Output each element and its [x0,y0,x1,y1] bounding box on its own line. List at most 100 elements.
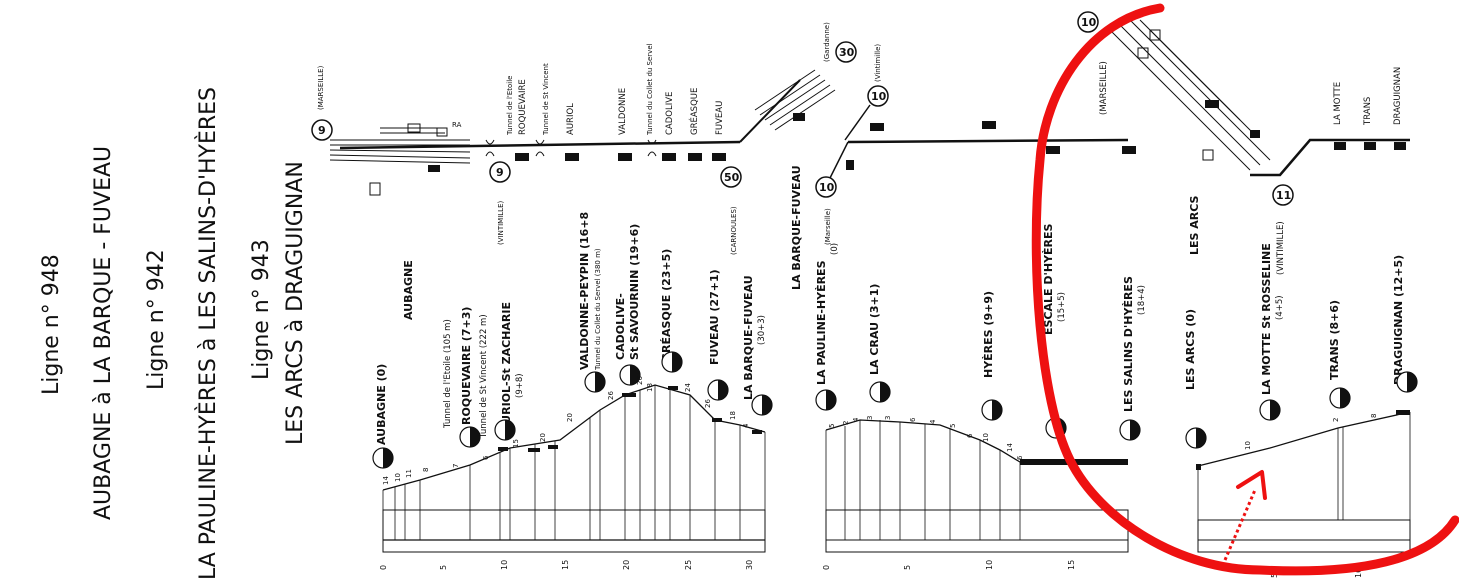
schem-943-label-0: LA MOTTE [1333,82,1343,125]
profile-948 [382,384,766,553]
grad-942-0: 5 [828,424,836,428]
junction-943-top: 10 (MARSEILLE) [1077,11,1109,115]
junction-948-far-num: 30 [839,46,855,59]
station-yard-les-arcs [1109,19,1271,171]
schem-label-8: FUVEAU [715,101,725,135]
stations-948: AUBAGNE (0) Tunnel de l'Etoile (105 m) R… [375,212,767,445]
junction-943-bottom-num: 11 [1276,189,1291,202]
axis-948-3: 15 [561,560,570,570]
title-route-942: LA PAULINE-HYÈRES à LES SALINS-D'HYÈRES [195,87,221,580]
tunnel-marks-948 [485,139,657,157]
axis-942-0: 0 [822,565,831,570]
gradients-943: 10 2 8 [1244,414,1378,450]
junction-943-bottom-note: (VINTIMILLE) [1276,221,1286,275]
junction-942-bottom: 10 (Marseille) [815,176,837,245]
station-markers-943 [1205,100,1406,150]
schem-label-4: VALDONNE [618,88,628,135]
grad-948-11: 18 [646,383,654,392]
grad-942-6: 4 [929,419,937,424]
schem-943-label-2: DRAGUIGNAN [1393,67,1403,125]
junction-948-top-num: 9 [318,124,326,137]
axis-942-2: 10 [985,560,994,570]
junction-943-top-note: (MARSEILLE) [1099,61,1109,115]
grad-942-4: 3 [884,416,892,420]
station-yard-barque [754,69,836,131]
track-948 [339,140,741,150]
station-942-3-km: (15+5) [1057,292,1067,322]
axis-942-1: 5 [903,565,912,570]
junction-942-bottom-num: 10 [819,181,835,194]
station-942-0: LA PAULINE-HYÈRES [815,260,828,385]
gradients-942: 5 2 4 3 3 6 4 5 6 10 14 6 [828,416,1024,460]
junction-948-top-note: (MARSEILLE) [317,65,325,110]
axis-948-1: 5 [439,565,448,570]
tunnel-948-0: Tunnel de l'Etoile (105 m) [443,319,453,429]
grad-942-7: 5 [949,424,957,428]
station-943-3: DRAGUIGNAN (12+5) [1392,255,1405,385]
station-circles-943 [1185,371,1418,449]
profile-943 [1196,410,1411,553]
schematic-labels-943: LA MOTTE TRANS DRAGUIGNAN [1333,67,1403,126]
grad-943-2: 8 [1370,414,1378,418]
junction-948-top: 9 (MARSEILLE) [311,65,333,141]
track-942-branch [829,141,849,179]
section-942: 10 (Vintimille) 10 (Marseille) LA BARQUE… [790,44,1147,570]
track-942 [847,138,1129,144]
axis-948-6: 30 [745,560,754,570]
title-line-943: Ligne n° 943 [249,239,274,380]
section-948-header: AUBAGNE [402,260,415,320]
grad-948-2: 11 [405,469,413,478]
grad-942-5: 6 [909,417,917,422]
grad-948-5: 6 [482,455,490,460]
station-markers-942 [846,121,1136,170]
junction-948-bottom-note: (VINTIMILLE) [497,201,505,245]
track-948-branch [739,79,801,143]
grad-942-10: 14 [1006,443,1014,452]
schem-label-3: AURIOL [566,103,576,135]
junction-948-right-num: 50 [724,171,740,184]
stations-942: LA PAULINE-HYÈRES (0) LA CRAU (3+1) HYÈR… [815,223,1147,412]
profile-943-verticals [1197,412,1411,520]
grad-942-11: 6 [1016,455,1024,460]
station-yard-aubagne [329,123,471,196]
grad-943-0: 10 [1244,441,1252,450]
junction-948-right-note: (CARNOULES) [730,206,738,255]
station-943-1-km: (4+5) [1275,295,1285,320]
title-line-942: Ligne n° 942 [144,249,169,390]
schem-943-label-1: TRANS [1363,97,1373,126]
station-948-3: VALDONNE-PEYPIN (16+8 [578,212,591,370]
grad-948-3: 8 [422,468,430,472]
annotation-arrowhead [1236,470,1267,500]
schem-label-6: CADOLIVE [665,92,675,135]
grad-948-7: 20 [539,433,547,442]
title-line-948: Ligne n° 948 [39,254,64,395]
axis-948-2: 10 [500,560,509,570]
junction-942-bottom-note: (Marseille) [824,208,832,245]
axis-948: 0 5 10 15 20 25 30 [379,560,754,570]
ra-label: RA [452,121,462,129]
grad-948-10: 26 [636,376,644,385]
junction-943-bottom: 11 (VINTIMILLE) [1272,184,1294,275]
grad-948-12: 24 [684,383,692,392]
junction-948-far-note: (Gardanne) [823,22,831,62]
schem-label-0: Tunnel de l'Etoile [506,76,514,137]
station-948-4b: St SAVOURNIN (19+6) [628,224,641,360]
track-943 [1250,138,1410,177]
station-948-2-km: (9+8) [515,373,525,398]
annotation-circle [1031,3,1459,576]
grad-948-8: 20 [566,413,574,422]
junction-942-top-note: (Vintimille) [874,44,882,82]
grad-948-15: 4 [742,423,750,428]
station-942-4: LES SALINS D'HYÈRES [1122,276,1135,412]
junction-948-bottom: 9 (VINTIMILLE) [489,161,511,245]
junction-948-right: 50 (CARNOULES) [720,166,742,255]
grad-942-8: 6 [966,433,974,438]
grad-948-1: 10 [394,473,402,482]
grad-942-2: 4 [852,417,860,422]
station-942-3: ESCALE D'HYÈRES [1042,223,1055,335]
grad-948-4: 7 [452,464,460,468]
profile-948-platforms [498,386,762,452]
axis-948-5: 25 [684,560,693,570]
station-943-0: LES ARCS (0) [1184,309,1197,390]
